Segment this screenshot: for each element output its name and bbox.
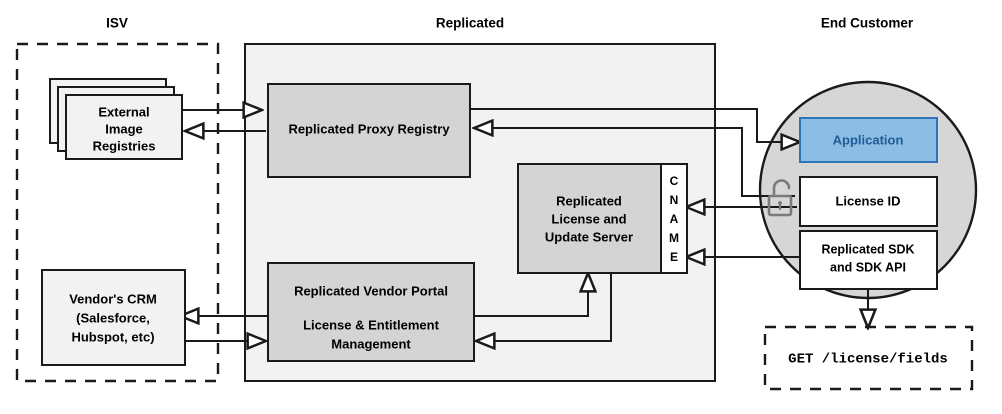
zone-title-end-customer: End Customer — [821, 16, 914, 31]
vendor-portal-line-3: Management — [331, 336, 411, 351]
replicated-sdk-line-1: Replicated SDK — [821, 242, 914, 256]
vendor-crm[interactable] — [41, 269, 186, 366]
zone-title-replicated: Replicated — [436, 16, 504, 31]
replicated-proxy-registry-label: Replicated Proxy Registry — [288, 121, 450, 136]
vendor-portal-line-2: License & Entitlement — [303, 317, 439, 332]
edge-proxy-registry-to-application — [470, 108, 800, 142]
replicated-vendor-portal[interactable] — [267, 262, 475, 362]
vendor-crm-line-3: Hubspot, etc) — [71, 329, 154, 344]
vendor-crm-line-1: Vendor's CRM — [69, 291, 157, 306]
vendor-crm-line-2: (Salesforce, — [76, 310, 150, 325]
external-image-registries[interactable] — [65, 94, 183, 160]
edge-license-server-to-vendor-portal — [476, 273, 612, 341]
replicated-sdk-line-2: and SDK API — [830, 260, 906, 274]
cname-letter-n: N — [670, 193, 679, 207]
replicated-license-update-server[interactable] — [517, 163, 662, 274]
replicated-sdk-node[interactable] — [799, 230, 938, 290]
cname-letter-e: E — [670, 250, 678, 264]
external-image-registries-line-1: External — [98, 104, 149, 119]
license-id-label: License ID — [835, 193, 900, 208]
isv-zone-boundary — [15, 42, 220, 383]
edge-vendor-portal-to-license-server — [475, 273, 588, 317]
application-label: Application — [833, 132, 904, 147]
unlocked-padlock-icon — [767, 179, 793, 217]
api-call-label: GET /license/fields — [788, 352, 948, 368]
zone-title-isv: ISV — [106, 16, 128, 31]
cname-letter-a: A — [670, 212, 679, 226]
application-node[interactable] — [799, 117, 938, 163]
license-server-line-2: License and — [551, 211, 626, 226]
vendor-portal-line-1: Replicated Vendor Portal — [294, 283, 448, 298]
license-id-node[interactable] — [799, 176, 938, 227]
external-image-registries-line-2: Image — [105, 121, 143, 136]
external-image-registries-line-3: Registries — [93, 138, 156, 153]
license-server-line-1: Replicated — [556, 193, 622, 208]
cname-letter-m: M — [669, 231, 679, 245]
replicated-proxy-registry[interactable] — [267, 83, 471, 178]
cname-letter-c: C — [670, 174, 679, 188]
cname-strip[interactable] — [660, 163, 688, 274]
license-server-line-3: Update Server — [545, 229, 633, 244]
api-call-boundary — [763, 325, 974, 391]
